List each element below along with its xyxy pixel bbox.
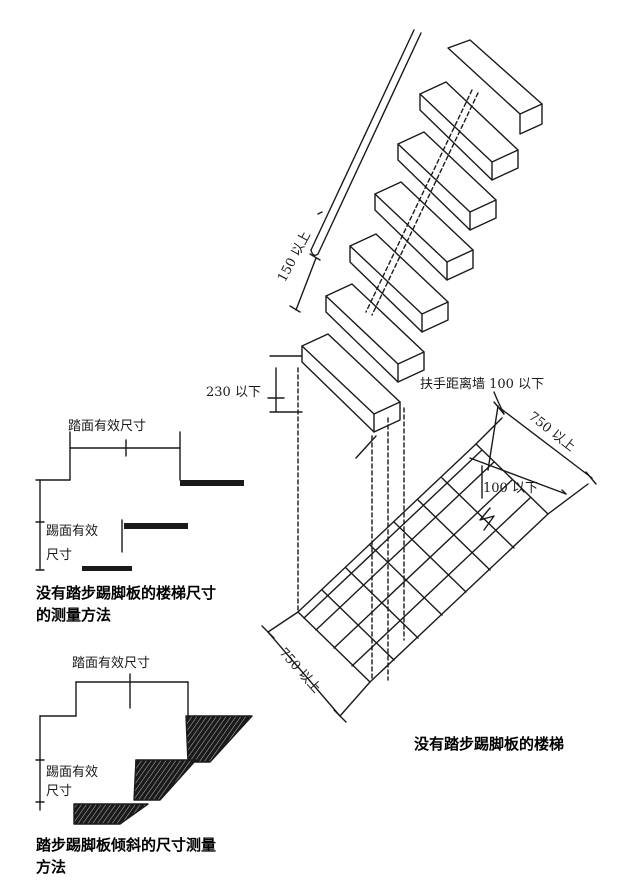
dimension-tread-offset <box>289 253 321 313</box>
plan-grid <box>297 443 549 683</box>
treads <box>301 39 543 459</box>
stair-caption: 没有踏步踢脚板的楼梯 <box>414 735 565 753</box>
projection-lines <box>297 367 405 681</box>
label-riser-height: 230 以下 <box>206 385 261 400</box>
dimension-handrail-gap <box>469 457 567 499</box>
detail-sloped-riser <box>35 673 253 825</box>
detail2-caption-line1: 踏步踢脚板倾斜的尺寸测量 <box>36 836 217 854</box>
handrail-leader <box>487 391 505 471</box>
label-handrail-wall-distance: 扶手距离墙 100 以下 <box>420 377 545 392</box>
detail2-tread-label: 踏面有效尺寸 <box>72 656 151 671</box>
detail1-caption-line1: 没有踏步踢脚板的楼梯尺寸 <box>36 584 217 602</box>
detail2-caption-line2: 方法 <box>36 858 67 876</box>
dimension-riser-height <box>267 355 303 413</box>
handrail <box>310 29 422 257</box>
detail1-riser-label-line1: 踢面有效 <box>46 524 99 539</box>
detail1-riser-label-line2: 尺寸 <box>46 548 73 563</box>
detail2-riser-label-line1: 踢面有效 <box>46 765 99 780</box>
detail1-tread-label: 踏面有效尺寸 <box>68 419 147 434</box>
detail2-riser-label-line2: 尺寸 <box>46 784 73 799</box>
dimension-clear-width-bottom <box>261 611 371 723</box>
detail1-caption-line2: 的测量方法 <box>36 606 112 624</box>
label-handrail-gap: 100 以下 <box>483 481 538 496</box>
detail-no-riser <box>35 431 244 571</box>
